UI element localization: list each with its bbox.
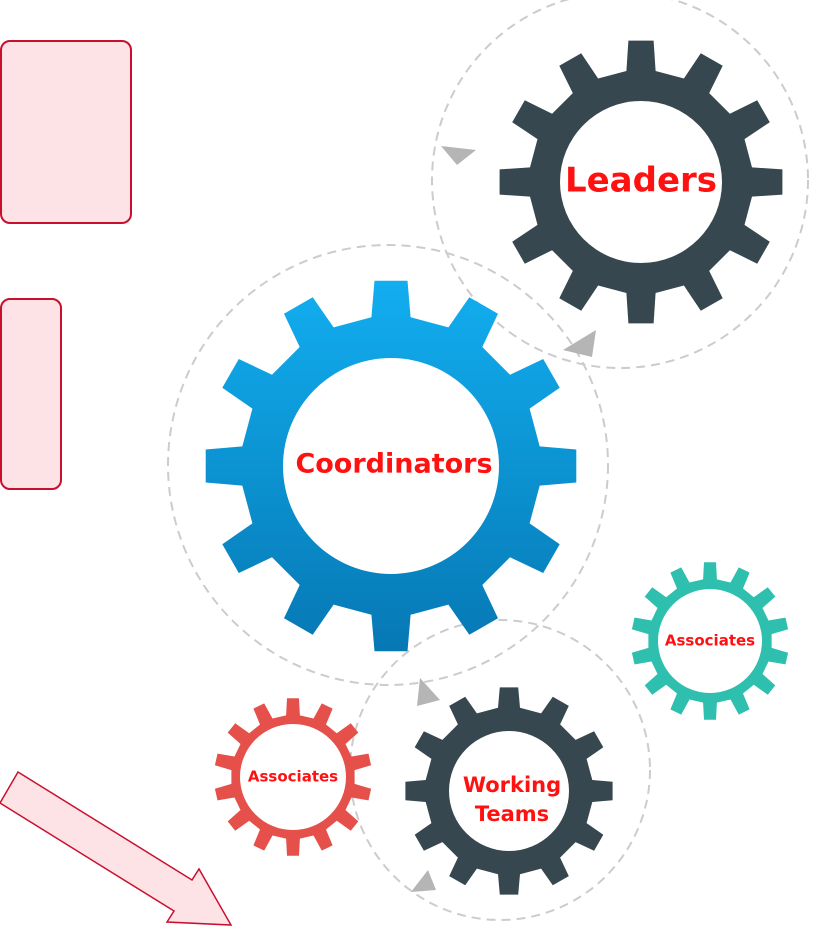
arrowhead-coordinators-orbit-bottom bbox=[417, 678, 440, 706]
coordinators-orbit bbox=[167, 244, 609, 686]
leaders-label: Leaders bbox=[565, 161, 717, 201]
leaders-orbit bbox=[431, 0, 809, 369]
leaders-gear bbox=[499, 40, 783, 324]
empty-note-box-top bbox=[0, 40, 132, 224]
arrowhead-working-teams-orbit bbox=[411, 870, 436, 892]
coordinators-gear bbox=[205, 280, 577, 652]
associates-left-label: Associates bbox=[248, 768, 338, 786]
working-teams-label-line1: Working bbox=[463, 773, 561, 797]
down-right-arrow bbox=[0, 770, 233, 926]
arrowhead-leaders-orbit bbox=[441, 146, 476, 165]
associates-gear-left bbox=[214, 698, 372, 856]
coordinators-label: Coordinators bbox=[295, 449, 492, 480]
associates-right-label: Associates bbox=[665, 632, 755, 650]
associates-gear-right bbox=[631, 562, 789, 720]
working-teams-gear bbox=[405, 687, 613, 895]
arrowhead-coordinators-orbit-right bbox=[563, 330, 596, 357]
empty-note-box-bottom bbox=[0, 298, 62, 490]
working-teams-label-line2: Teams bbox=[475, 802, 549, 826]
